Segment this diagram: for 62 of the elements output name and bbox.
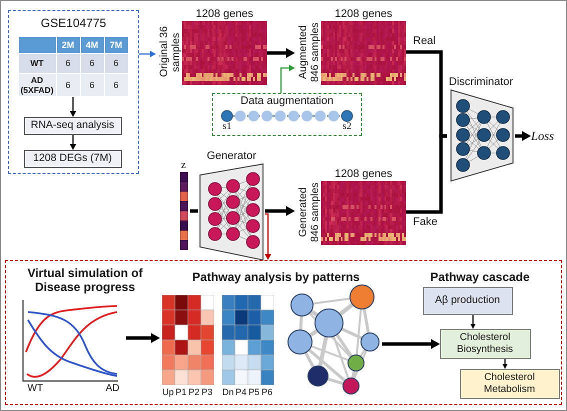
column-label: Up	[161, 386, 175, 398]
column-label: P1	[174, 386, 188, 398]
arrow	[382, 339, 440, 349]
axis-label: AD	[106, 382, 120, 394]
column-label: Dn	[221, 386, 235, 398]
data-table	[18, 36, 128, 96]
row-header: WT	[18, 54, 56, 72]
process-box: Aβ production	[422, 286, 512, 314]
arrow	[70, 97, 76, 117]
arrow	[267, 48, 295, 58]
heatmap-title: 1208 genes	[334, 168, 394, 180]
process-box: Cholesterol Metabolism	[460, 368, 560, 398]
heatmap-title: 1208 genes	[334, 8, 394, 20]
column-label: P5	[247, 386, 260, 398]
connector-line	[190, 209, 198, 213]
section-heading: Pathway analysis by patterns	[191, 270, 361, 284]
table-cell: 6	[80, 54, 104, 72]
column-label: P6	[260, 386, 274, 398]
arrow	[139, 50, 156, 58]
sample-count-label: Original 36 samples	[158, 26, 182, 80]
table-cell: 6	[80, 74, 104, 96]
table-cell: 6	[104, 54, 128, 72]
loss-label: Loss	[531, 129, 561, 144]
row-header: AD (5XFAD)	[18, 74, 56, 96]
table-cell: 6	[56, 54, 80, 72]
table-cell: 6	[104, 74, 128, 96]
arrow	[264, 213, 272, 260]
sample-label: s2	[342, 121, 352, 132]
process-box: 1208 DEGs (7M)	[24, 150, 122, 168]
column-header: 2M	[56, 36, 80, 52]
connector-line	[406, 134, 447, 214]
dashed-frame	[212, 93, 362, 136]
arrow	[126, 333, 160, 343]
dashed-frame	[8, 10, 139, 174]
table-cell: 6	[56, 74, 80, 96]
arrow	[515, 131, 531, 141]
process-box: RNA-seq analysis	[24, 116, 122, 134]
sample-label: s1	[222, 121, 232, 132]
column-label: P2	[187, 386, 200, 398]
section-heading: Pathway cascade	[429, 270, 531, 284]
arrow	[280, 64, 295, 93]
column-header: 4M	[80, 36, 104, 52]
arrow	[470, 315, 476, 329]
arrow	[502, 359, 508, 369]
dataset-title: GSE104775	[40, 16, 108, 30]
axis-label: WT	[28, 382, 44, 394]
vector-label: z	[180, 159, 187, 171]
process-box: Cholesterol Biosynthesis	[440, 328, 530, 358]
heatmap-title: 1208 genes	[194, 8, 254, 20]
network-title: Discriminator	[448, 76, 514, 88]
sample-count-label: Augmented 846 samples	[297, 21, 321, 84]
arrow	[265, 206, 295, 216]
sample-count-label: Generated 846 samples	[297, 181, 321, 244]
group-title: Data augmentation	[240, 95, 334, 108]
column-header: 7M	[104, 36, 128, 52]
column-label: P3	[200, 386, 214, 398]
arrow	[70, 135, 76, 150]
column-label: P4	[234, 386, 248, 398]
dashed-frame	[5, 260, 562, 405]
network-title: Generator	[206, 150, 258, 162]
network-graph-drawing	[286, 284, 382, 396]
section-heading: Virtual simulation of Disease progress	[26, 266, 144, 294]
